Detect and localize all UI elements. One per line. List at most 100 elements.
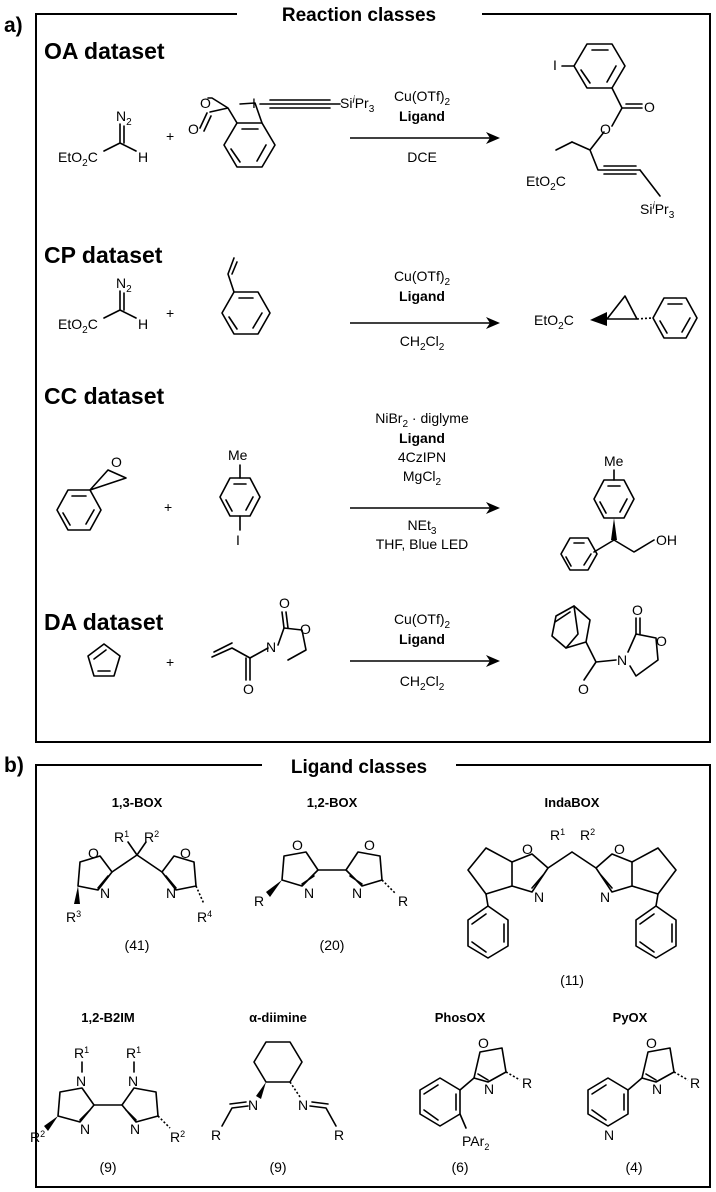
ligand-name: 1,3-BOX	[112, 795, 163, 810]
ligand-count: (11)	[560, 972, 584, 988]
oa-h-label: H	[138, 149, 148, 165]
left-r1-label: R1	[74, 1045, 89, 1061]
ligand-classes-title: Ligand classes	[291, 757, 427, 778]
ligand-pyox: PyOX N O N R (4)	[587, 1010, 700, 1175]
cc-plus: +	[164, 499, 172, 515]
cp-condition-solvent: CH2Cl2	[400, 333, 445, 353]
oa-ethyl-diazoacetate: N2 EtO2C H	[58, 108, 148, 169]
cp-product: EtO2C	[534, 295, 698, 339]
right-oxazoline-n: N	[600, 889, 610, 905]
right-imidazoline-n3: N	[130, 1121, 140, 1137]
oxazoline-o: O	[646, 1035, 657, 1051]
r2-label: R2	[144, 829, 159, 845]
right-r-label: R	[334, 1127, 344, 1143]
ligand-name: 1,2-B2IM	[81, 1010, 134, 1025]
oa-n2-label: N2	[116, 108, 132, 128]
cp-plus: +	[166, 305, 174, 321]
left-oxazoline-o: O	[88, 845, 99, 861]
right-oxazoline-o: O	[614, 841, 625, 857]
reaction-classes-title-bg	[237, 0, 482, 26]
ligand-1-2-b2im: 1,2-B2IM N N R1 R2 N N R1 R2 (9)	[30, 1010, 185, 1175]
cc-condition-ligand: Ligand	[399, 430, 445, 446]
oa-product-ester-label: EtO2C	[526, 173, 566, 193]
ligand-name: PyOX	[613, 1010, 648, 1025]
left-oxazoline-o: O	[292, 837, 303, 853]
right-oxazoline-o: O	[180, 845, 191, 861]
r4-label: R4	[197, 909, 212, 925]
right-oxazoline-o: O	[364, 837, 375, 853]
left-oxazoline-n: N	[304, 885, 314, 901]
cp-reaction-arrow	[350, 317, 500, 329]
phosphine-label: PAr2	[462, 1133, 489, 1152]
cc-iodotoluene: Me I	[219, 447, 261, 548]
ligand-name: 1,2-BOX	[307, 795, 358, 810]
da-n-label: N	[266, 639, 276, 655]
r-label: R	[522, 1075, 532, 1091]
oa-product-carbonyl-o: O	[644, 99, 655, 115]
oxazoline-n: N	[652, 1081, 662, 1097]
cp-ester-label: EtO2C	[58, 316, 98, 336]
cp-ethyl-diazoacetate: N2 EtO2C H	[58, 275, 148, 336]
r-label: R	[690, 1075, 700, 1091]
left-r-label: R	[211, 1127, 221, 1143]
cc-me-label: Me	[228, 447, 248, 463]
cc-styrene-oxide: O	[56, 454, 127, 531]
left-r2-label: R2	[30, 1129, 45, 1145]
cc-condition-base: NEt3	[408, 517, 437, 537]
cc-condition-solvent: THF, Blue LED	[376, 536, 469, 552]
da-condition-catalyst: Cu(OTf)2	[394, 611, 451, 631]
oa-product-si-label: SiiPr3	[640, 201, 675, 221]
cc-product: Me OH	[560, 453, 677, 571]
oa-product-ester-o: O	[600, 121, 611, 137]
da-carbonyl-o-label: O	[279, 595, 290, 611]
cc-i-label: I	[236, 532, 240, 548]
oa-ebx-carbonyl-o: O	[188, 121, 199, 137]
da-product: O N O O	[551, 602, 667, 697]
right-r-label: R	[398, 893, 408, 909]
cc-product-me: Me	[604, 453, 624, 469]
ligand-classes-title-bg	[262, 752, 456, 778]
cc-epoxide-o: O	[111, 454, 122, 470]
ligand-indabox: IndaBOX R1 R2 O N O N (11)	[467, 795, 677, 988]
oa-ebx-i-label: I	[252, 95, 256, 111]
right-r1-label: R1	[126, 1045, 141, 1061]
oxazoline-n: N	[484, 1081, 494, 1097]
da-product-carbonyl-o: O	[632, 602, 643, 618]
da-acryloyl-oxazolidinone: O N O O	[211, 595, 311, 697]
left-imine-n: N	[248, 1097, 258, 1113]
r1-label: R1	[550, 827, 565, 843]
r3-label: R3	[66, 909, 81, 925]
da-plus: +	[166, 654, 174, 670]
cp-dataset-title: CP dataset	[44, 242, 163, 268]
cp-condition-ligand: Ligand	[399, 288, 445, 304]
cc-product-oh: OH	[656, 532, 677, 548]
oa-condition-solvent: DCE	[407, 149, 437, 165]
panel-b-label: b)	[4, 754, 24, 777]
ligand-1-3-box: 1,3-BOX R1 R2 O N R3 O N R4 (41)	[66, 795, 212, 953]
oa-dataset-title: OA dataset	[44, 38, 165, 64]
right-oxazoline-n: N	[352, 885, 362, 901]
oa-condition-catalyst: Cu(OTf)2	[394, 88, 451, 108]
pyridine-n: N	[604, 1127, 614, 1143]
oa-condition-ligand: Ligand	[399, 108, 445, 124]
oa-ebx-reagent: O O I SiiPr3	[188, 95, 375, 168]
oa-ester-label: EtO2C	[58, 149, 98, 169]
ligand-count: (20)	[320, 937, 345, 953]
oa-plus: +	[166, 128, 174, 144]
oa-ebx-o-label: O	[200, 95, 211, 111]
da-dataset-title: DA dataset	[44, 609, 164, 635]
ligand-alpha-diimine: α-diimine N N R R (9)	[211, 1010, 344, 1175]
da-reaction-arrow	[350, 655, 500, 667]
cp-condition-catalyst: Cu(OTf)2	[394, 268, 451, 288]
cc-reaction-arrow	[350, 502, 500, 514]
oa-product-i-label: I	[553, 57, 557, 73]
ligand-name: α-diimine	[249, 1010, 307, 1025]
cc-dataset-title: CC dataset	[44, 383, 164, 409]
right-imidazoline-n1: N	[128, 1073, 138, 1089]
da-acyl-o-label: O	[243, 681, 254, 697]
left-r-label: R	[254, 893, 264, 909]
oxazoline-o: O	[478, 1035, 489, 1051]
ligand-name: IndaBOX	[545, 795, 600, 810]
r2-label: R2	[580, 827, 595, 843]
